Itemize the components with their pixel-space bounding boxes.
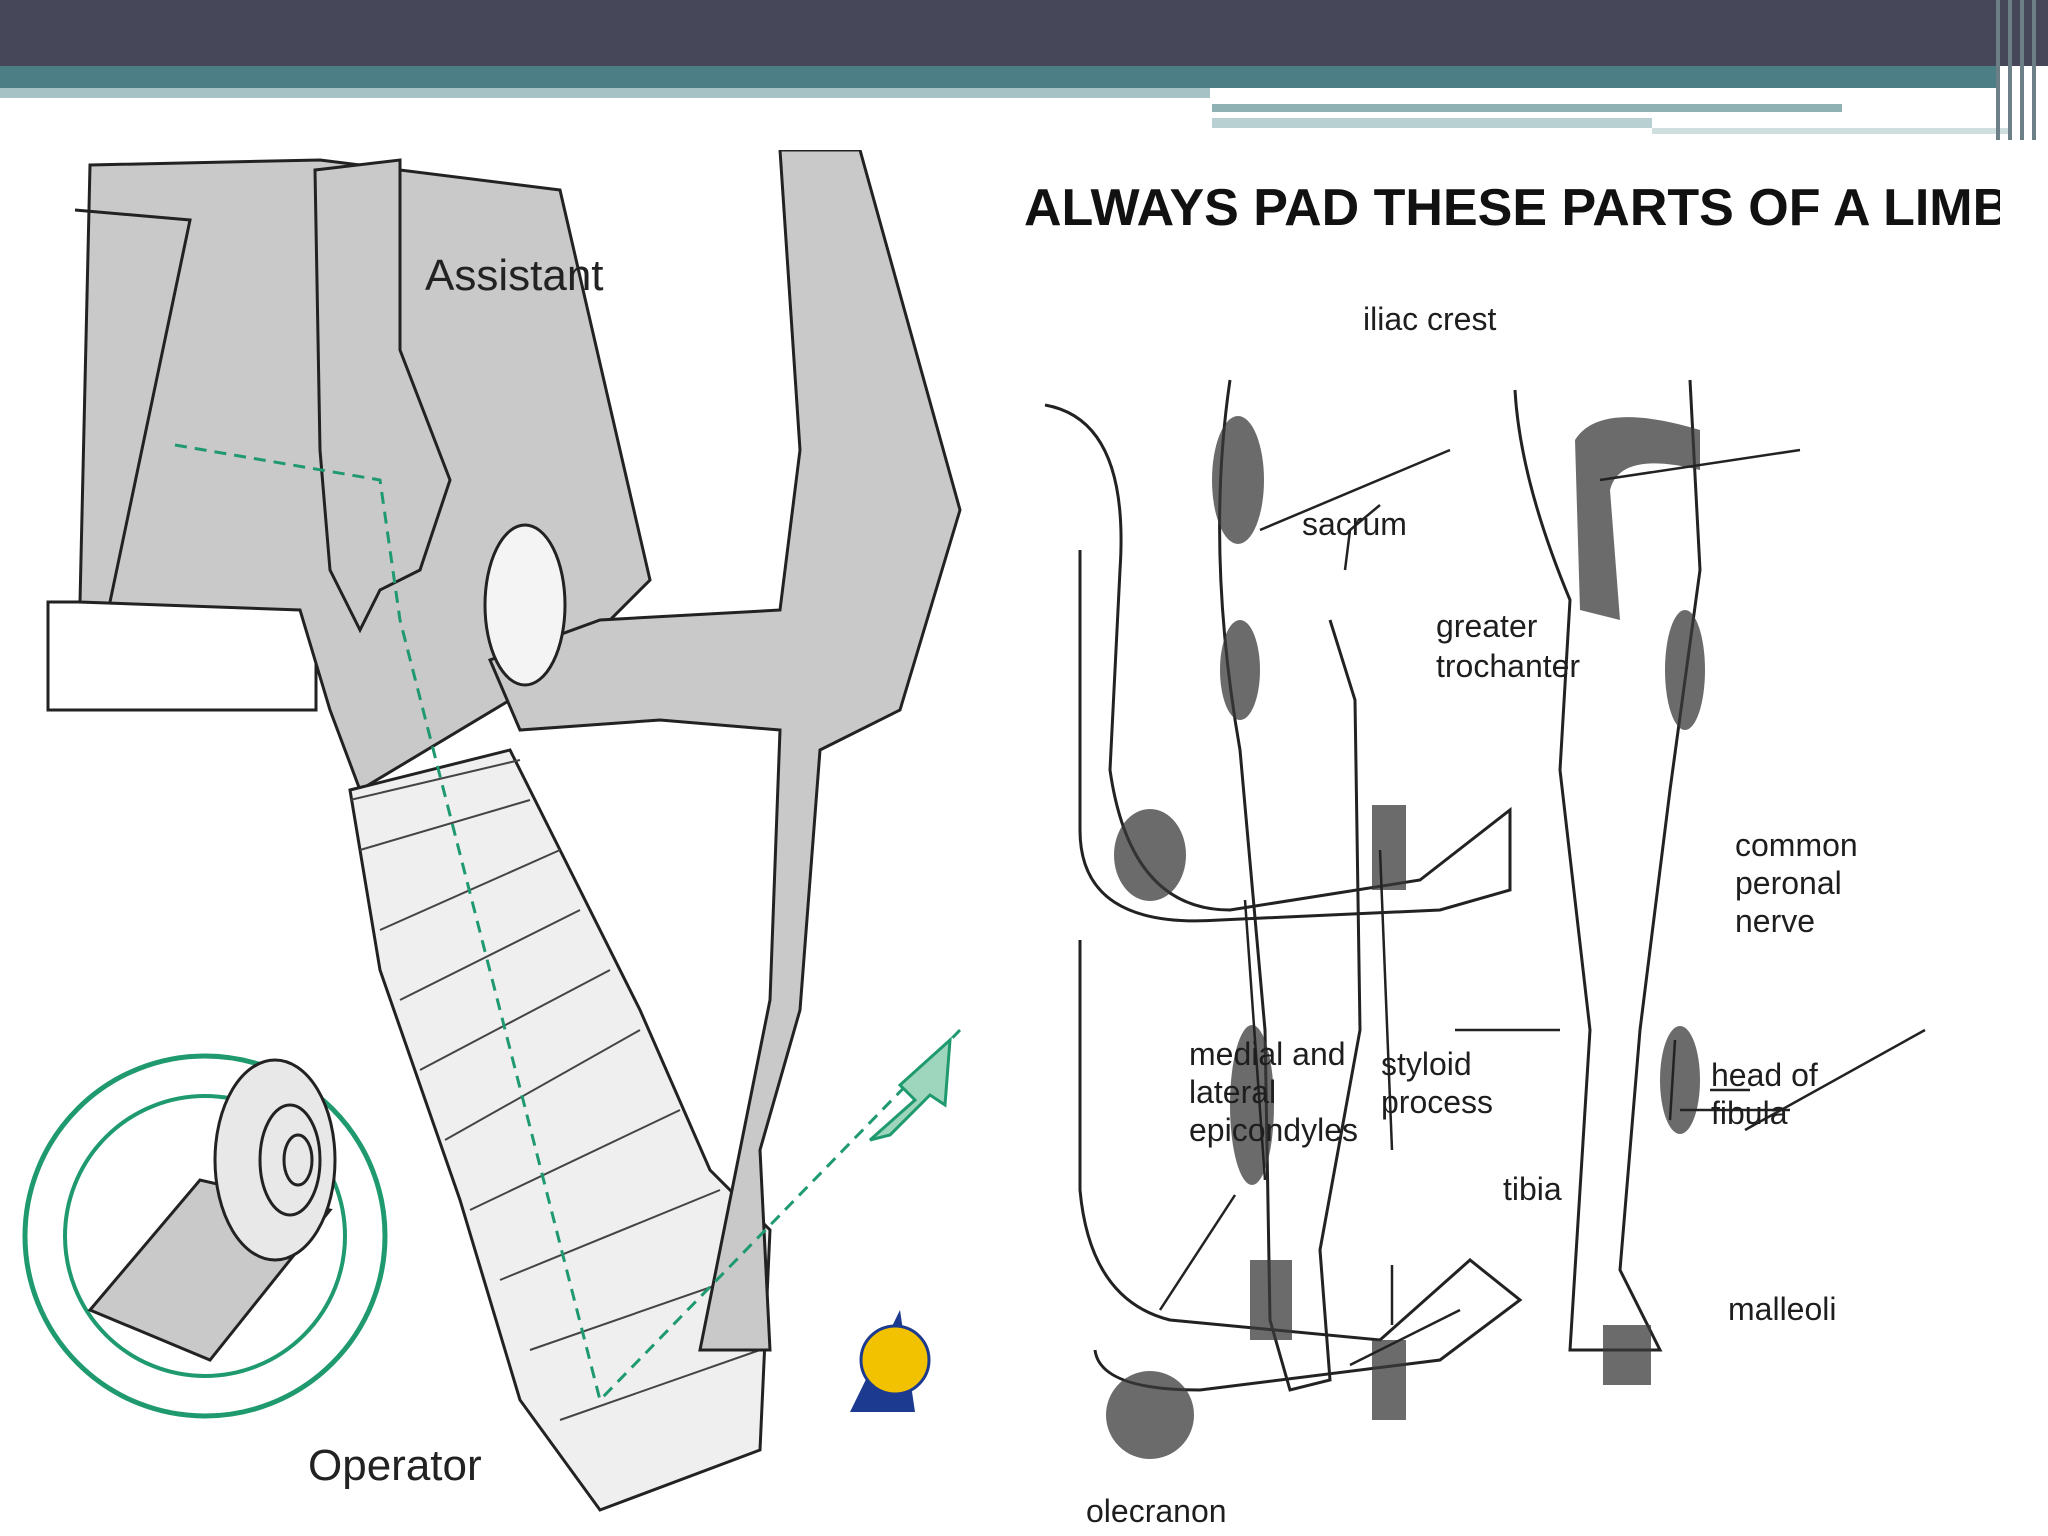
support-block xyxy=(46,600,318,712)
slide-accent-stripe-right xyxy=(1212,104,1842,112)
operator-label: Operator xyxy=(308,1441,482,1490)
direction-guide-line xyxy=(174,443,962,1403)
operator-arm xyxy=(487,150,962,1352)
padding-shade-regions xyxy=(1106,416,1705,1459)
label-tibia: tibia xyxy=(1503,1171,1562,1207)
direction-arrow-icon xyxy=(869,1036,952,1142)
padding-points-illustration: ALWAYS PAD THESE PARTS OF A LIMB xyxy=(1024,179,2000,1529)
publisher-logo xyxy=(850,1310,931,1412)
label-styloid-line2: process xyxy=(1381,1084,1493,1120)
label-common-peronal-nerve-line3: nerve xyxy=(1735,903,1815,939)
lower-leg-bandaged xyxy=(348,748,772,1512)
label-olecranon: olecranon xyxy=(1086,1493,1227,1529)
label-common-peronal-nerve-line2: peronal xyxy=(1735,865,1842,901)
slide-edge-line xyxy=(2020,0,2024,140)
label-greater-trochanter-line1: greater xyxy=(1436,608,1538,644)
slide-accent-stripe-right-light xyxy=(1212,118,1652,128)
arm-top xyxy=(1044,403,1512,923)
slide-accent-stripe-light xyxy=(0,88,1210,98)
slide-accent-stripe xyxy=(0,66,2000,88)
bandage-roll-inset-icon xyxy=(87,1058,337,1362)
slide-top-bar xyxy=(0,0,2048,66)
label-head-of-fibula-line2: fibula xyxy=(1711,1095,1788,1131)
slide-accent-stripe-right-thin xyxy=(1652,128,2012,134)
label-medial-lateral-line2: lateral xyxy=(1189,1074,1276,1110)
assistant-arm xyxy=(313,158,452,634)
inset-circle-outline xyxy=(22,1053,388,1419)
slide-edge-line xyxy=(2032,0,2036,140)
label-iliac-crest: iliac crest xyxy=(1363,301,1496,337)
label-head-of-fibula-line1: head of xyxy=(1711,1057,1818,1093)
label-medial-lateral-line1: medial and xyxy=(1189,1036,1346,1072)
label-greater-trochanter-line2: trochanter xyxy=(1436,648,1580,684)
assistant-label: Assistant xyxy=(425,251,604,300)
leader-lines xyxy=(1158,448,1926,1367)
label-common-peronal-nerve-line1: common xyxy=(1735,827,1858,863)
diagram-title: ALWAYS PAD THESE PARTS OF A LIMB xyxy=(1024,179,2000,237)
bandage-roll-icon xyxy=(483,523,567,687)
label-styloid-line1: styloid xyxy=(1381,1046,1472,1082)
slide-edge-line xyxy=(1996,0,2000,140)
leg-back xyxy=(1513,379,1702,1352)
label-medial-lateral-line3: epicondyles xyxy=(1189,1112,1358,1148)
label-sacrum: sacrum xyxy=(1302,506,1407,542)
slide-edge-line xyxy=(2008,0,2012,140)
label-malleoli: malleoli xyxy=(1728,1291,1836,1327)
bandaging-illustration: Assistant Operator xyxy=(22,150,962,1512)
arm-bottom xyxy=(1078,940,1523,1392)
trouser-edge xyxy=(74,208,192,603)
bandage-turns xyxy=(349,759,761,1421)
